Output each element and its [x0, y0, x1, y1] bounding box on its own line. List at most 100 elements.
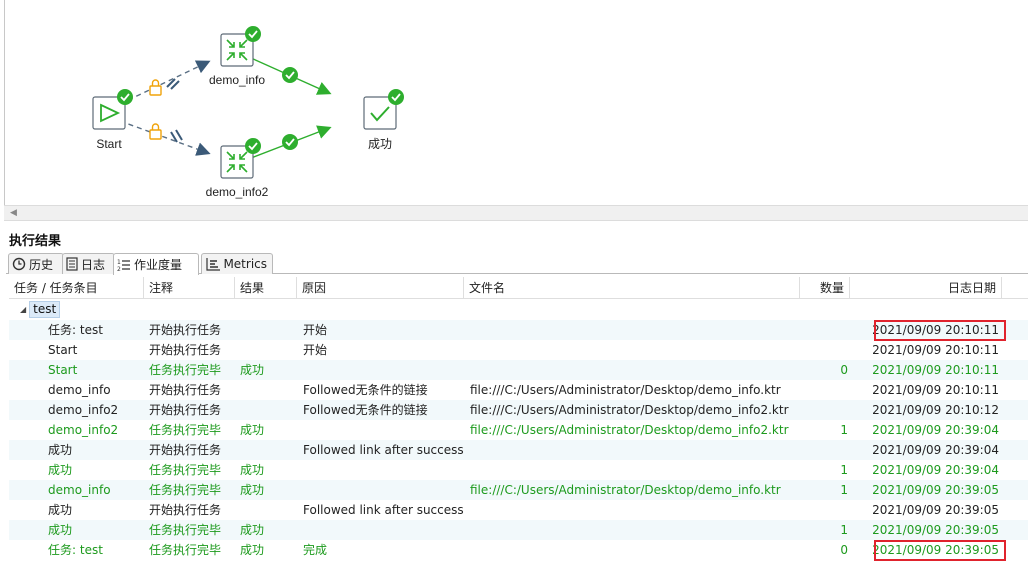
row-task: 成功: [48, 443, 73, 457]
tab-metrics[interactable]: Metrics: [201, 253, 273, 274]
workflow-canvas[interactable]: Start demo_info demo_info2 成功: [4, 0, 1028, 205]
demo_info-node-label: demo_info: [209, 73, 265, 87]
log-icon: [66, 257, 78, 271]
row-result: [240, 440, 297, 460]
hop-start-demo_info2[interactable]: [119, 120, 211, 156]
lock-icon: [149, 123, 162, 140]
row-reason: [303, 420, 464, 440]
row-comment: 开始执行任务: [149, 503, 222, 517]
demo_info-node[interactable]: [220, 26, 261, 67]
row-reason: [303, 480, 464, 500]
hop-start-demo_info[interactable]: [119, 60, 211, 105]
scroll-left-icon[interactable]: ◀: [10, 208, 17, 218]
row-count: [800, 500, 848, 520]
row-log-date: 2021/09/09 20:39:04: [872, 423, 999, 437]
row-task: demo_info2: [48, 403, 119, 417]
job-metrics-icon: 1 2: [117, 259, 130, 272]
demo_info2-node-label: demo_info2: [206, 185, 269, 199]
row-result: [240, 320, 297, 340]
row-task: 任务: test: [48, 543, 103, 557]
column-header-comment[interactable]: 注释: [144, 277, 235, 299]
row-count: [800, 400, 848, 420]
row-count: 0: [840, 363, 848, 377]
row-task: Start: [48, 343, 78, 357]
row-task: Start: [48, 363, 78, 377]
svg-text:1: 1: [117, 259, 121, 266]
row-result: [240, 400, 297, 420]
row-log-date: 2021/09/09 20:39:05: [872, 503, 999, 517]
tab-log[interactable]: 日志: [62, 253, 115, 274]
row-reason: 开始: [303, 343, 328, 357]
start-node-label: Start: [96, 137, 122, 151]
column-header-task[interactable]: 任务 / 任务条目: [9, 277, 144, 299]
table-row[interactable]: 成功 开始执行任务 Followed link after success 2021/…: [9, 500, 1028, 520]
success-check-icon: [117, 89, 133, 105]
success-check-icon: [388, 89, 404, 105]
row-reason: Followed link after success: [303, 443, 464, 457]
row-log-date: 2021/09/09 20:39:05: [872, 543, 999, 557]
success-node[interactable]: [363, 89, 404, 130]
row-result: 成功: [240, 363, 265, 377]
row-task: 成功: [48, 523, 73, 537]
highlight-box: [874, 320, 1006, 341]
tree-root-node[interactable]: ◢ test: [20, 300, 61, 319]
row-filename: [470, 360, 800, 380]
row-filename: [470, 520, 800, 540]
row-result: 成功: [240, 523, 265, 537]
demo_info2-node[interactable]: [220, 138, 261, 179]
row-count: [800, 340, 848, 360]
row-count: 1: [840, 483, 848, 497]
row-comment: 任务执行完毕: [149, 543, 222, 557]
column-header-filename[interactable]: 文件名: [464, 277, 800, 299]
row-count: 1: [840, 463, 848, 477]
row-comment: 任务执行完毕: [149, 363, 222, 377]
row-reason: [303, 360, 464, 380]
column-header-count[interactable]: 数量: [800, 277, 850, 299]
row-log-date: 2021/09/09 20:39:05: [872, 523, 999, 537]
row-comment: 开始执行任务: [149, 383, 222, 397]
row-filename: file:///C:/Users/Administrator/Desktop/d…: [470, 483, 781, 497]
row-result: 成功: [240, 483, 265, 497]
row-task: 成功: [48, 503, 73, 517]
start-node[interactable]: [92, 89, 133, 130]
svg-text:2: 2: [117, 266, 121, 272]
row-filename: [470, 500, 800, 520]
row-result: 成功: [240, 423, 265, 437]
tab-job-metrics[interactable]: 1 2 作业度量: [113, 253, 199, 275]
column-header-result[interactable]: 结果: [235, 277, 297, 299]
row-reason: Followed无条件的链接: [303, 403, 428, 417]
column-header-log-date[interactable]: 日志日期: [850, 277, 1002, 299]
row-reason: Followed link after success: [303, 503, 464, 517]
row-count: 1: [840, 523, 848, 537]
row-filename: [470, 460, 800, 480]
horizontal-scrollbar[interactable]: ◀: [4, 205, 1028, 221]
row-filename: file:///C:/Users/Administrator/Desktop/d…: [470, 383, 781, 397]
success-check-icon: [245, 138, 261, 154]
row-reason: [303, 460, 464, 480]
lock-icon: [149, 79, 162, 96]
row-log-date: 2021/09/09 20:39:04: [872, 443, 999, 457]
column-header-reason[interactable]: 原因: [297, 277, 464, 299]
tab-history-label: 历史: [29, 257, 54, 272]
results-tabbar: 历史 日志 1 2 作业度量 Metrics: [6, 253, 1028, 275]
row-task: 任务: test: [48, 323, 103, 337]
row-comment: 任务执行完毕: [149, 483, 222, 497]
success-check-icon: [245, 26, 261, 42]
row-count: [800, 380, 848, 400]
tab-history[interactable]: 历史: [8, 253, 64, 274]
results-panel-title: 执行结果: [9, 234, 62, 249]
row-task: 成功: [48, 463, 73, 477]
row-reason: 开始: [303, 323, 328, 337]
tree-expand-icon[interactable]: ◢: [20, 305, 27, 314]
